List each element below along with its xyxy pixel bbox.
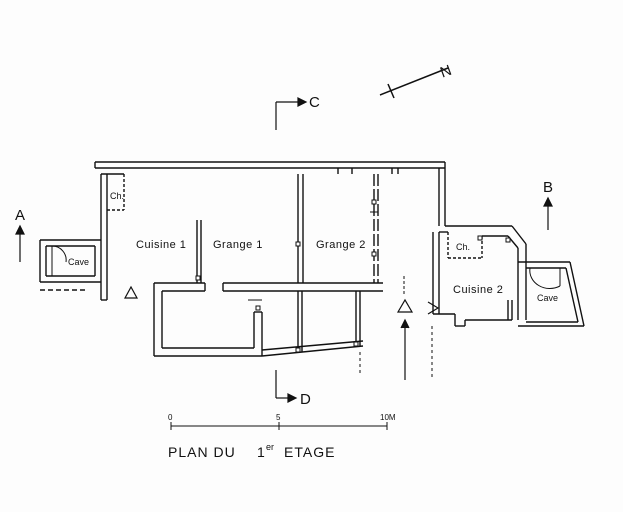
plan-title-main: PLAN DU <box>168 444 236 460</box>
plan-title-floor-num: 1 <box>257 444 266 460</box>
north-label: N <box>438 62 454 82</box>
section-markers <box>15 97 553 403</box>
plan-title-floor-sup: er <box>266 442 274 452</box>
section-mark-a: A <box>15 207 25 224</box>
scale-label-end: 10M <box>380 413 396 422</box>
section-mark-c: C <box>309 94 320 111</box>
room-label-grange2: Grange 2 <box>316 239 366 251</box>
north-arrow <box>379 67 449 99</box>
entrance-markers <box>123 285 440 380</box>
room-label-cuisine1: Cuisine 1 <box>136 239 186 251</box>
plan-title-rest: ETAGE <box>284 444 335 460</box>
door-marks <box>51 199 561 380</box>
plan-title: PLAN DU 1 er ETAGE <box>168 442 335 460</box>
section-mark-d: D <box>300 391 311 408</box>
room-label-ch-left: Ch. <box>110 191 124 201</box>
chevron-right-icon <box>427 301 440 315</box>
room-label-ch-right: Ch. <box>456 242 470 252</box>
scale-bar <box>170 422 388 430</box>
room-label-cave-left: Cave <box>68 257 89 267</box>
room-label-grange1: Grange 1 <box>213 239 263 251</box>
room-label-cave-right: Cave <box>537 293 558 303</box>
room-label-cuisine2: Cuisine 2 <box>453 284 503 296</box>
scale-label-zero: 0 <box>168 413 173 422</box>
scale-label-mid: 5 <box>276 413 281 422</box>
triangle-icon <box>123 285 139 299</box>
triangle-icon <box>396 298 414 313</box>
section-mark-b: B <box>543 179 553 196</box>
walls <box>39 161 585 357</box>
